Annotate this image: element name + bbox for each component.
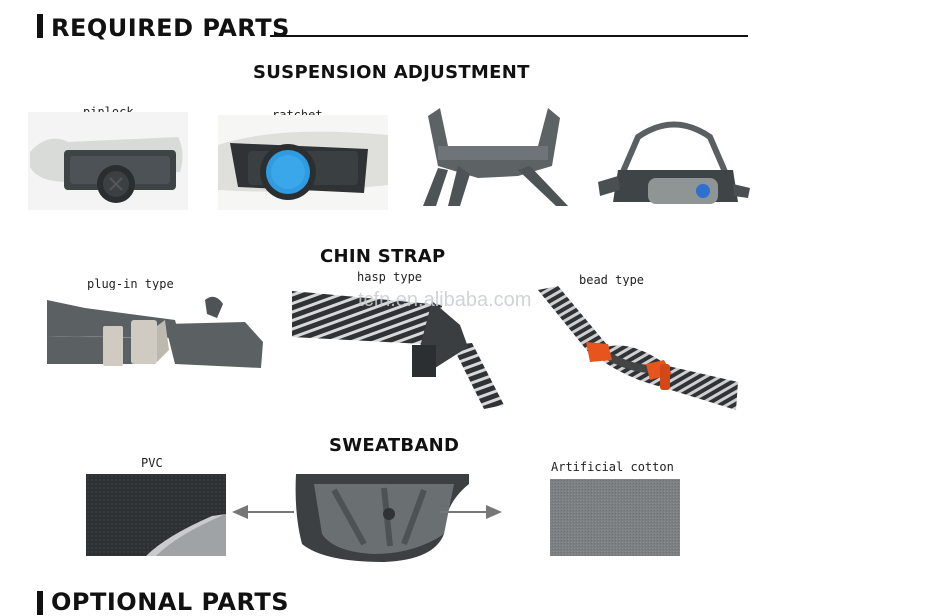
title-rule: [270, 35, 748, 37]
caption-hasp-type: hasp type: [357, 270, 423, 284]
caption-pvc: PVC: [141, 456, 163, 470]
caption-plug-in-type: plug-in type: [87, 277, 174, 291]
sweatband-heading: SWEATBAND: [329, 435, 460, 456]
plug-in-image: [418, 106, 568, 208]
bead-type-strap-image: [538, 286, 740, 412]
ratchet-image: [218, 115, 388, 210]
arrow-right-icon: [440, 505, 502, 519]
arrow-left-icon: [232, 505, 294, 519]
buckle-image: [598, 112, 750, 212]
section-marker-2: [37, 591, 43, 615]
section-marker: [37, 14, 43, 38]
watermark: tcfn.en.alibaba.com: [358, 289, 532, 311]
hasp-type-strap-image: [292, 285, 507, 410]
suspension-heading: SUSPENSION ADJUSTMENT: [253, 62, 530, 83]
pinlock-image: [28, 112, 188, 210]
chin-strap-heading: CHIN STRAP: [320, 246, 446, 267]
pvc-swatch-image: [86, 474, 226, 556]
next-section-title: OPTIONAL PARTS: [51, 588, 290, 616]
caption-artificial-cotton: Artificial cotton: [551, 460, 674, 474]
caption-bead-type: bead type: [579, 273, 645, 287]
sweatband-helmet-image: [294, 474, 469, 564]
artificial-cotton-swatch-image: [550, 479, 680, 556]
plug-in-type-strap-image: [45, 290, 265, 372]
page-title: REQUIRED PARTS: [51, 14, 290, 42]
